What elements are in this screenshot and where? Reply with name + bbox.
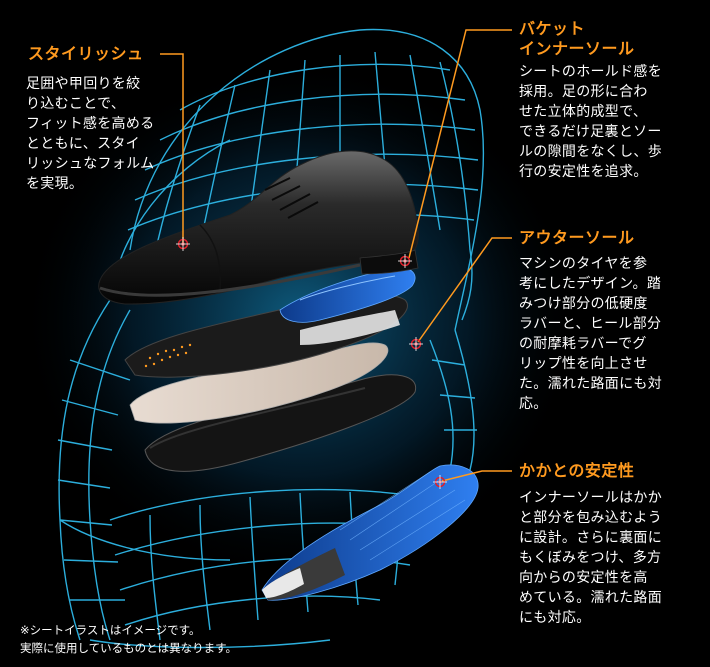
callout-stylish-title: スタイリッシュ [28,44,144,63]
callout-heel-stability-title: かかとの安定性 [519,461,635,480]
marker-outer-sole [409,337,423,351]
footnote: ※シートイラストはイメージです。 実際に使用しているものとは異なります。 [20,623,238,655]
marker-heel-stability [433,475,447,489]
callout-leader-lines [160,29,512,482]
bucket-insole-graphic [279,267,416,323]
target-markers [176,237,447,489]
callout-bucket-insole-title: バケット インナーソール [519,19,635,58]
callout-bucket-insole-body: シートのホールド感を 採用。足の形に合わ せた立体的成型で、 できるだけ足裏とソ… [519,64,662,180]
callout-heel-stability-body: インナーソールはかか と部分を包み込むよう に設計。さらに裏面に もくぼみをつけ… [519,490,662,626]
callout-outer-sole-body: マシンのタイヤを参 考にしたデザイン。踏 みつけ部分の低硬度 ラバーと、ヒール部… [519,256,662,412]
marker-bucket-insole [398,254,412,268]
callout-outer-sole-title: アウターソール [519,228,635,247]
callout-stylish-body: 足囲や甲回りを絞 り込むことで、 フィット感を高める とともに、スタイ リッシュ… [26,76,155,192]
heel-insole-graphic [261,464,479,601]
marker-stylish [176,237,190,251]
